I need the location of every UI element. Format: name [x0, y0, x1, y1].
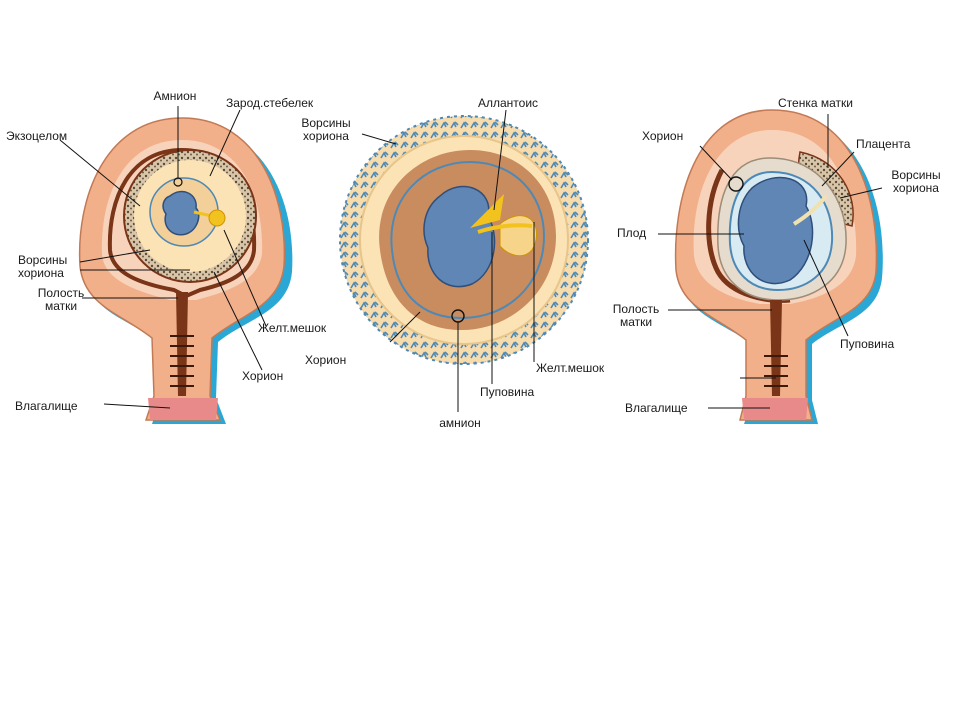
- yolk-sac-mid: [499, 215, 537, 257]
- figure-1-leader-lines: [59, 106, 267, 409]
- cervical-canal-right: [770, 300, 782, 396]
- label-chorionic-villi: Ворсины хориона: [18, 253, 68, 280]
- label-amnion-mid: амнион: [439, 416, 481, 430]
- cervical-canal: [176, 292, 188, 396]
- umbilical-cord-right: [792, 194, 828, 226]
- label-placenta: Плацента: [856, 137, 911, 151]
- label-uterine-wall: Стенка матки: [778, 96, 853, 110]
- label-amnion: Амнион: [153, 89, 197, 103]
- umbilical-cord-mid: [477, 223, 533, 234]
- label-vagina-right: Влагалище: [625, 401, 688, 415]
- label-embryonic-stalk: Зарод.стебелек: [226, 96, 314, 110]
- label-chorion: Хорион: [242, 369, 284, 383]
- label-uterine-cavity-right: Полость матки: [612, 302, 660, 329]
- label-allantois: Аллантоис: [478, 96, 539, 110]
- fetus: [737, 176, 814, 285]
- label-chorionic-villi-mid: Ворсины хориона: [301, 116, 351, 143]
- cervix-folds: [170, 335, 194, 387]
- label-chorion-mid: Хорион: [305, 353, 347, 367]
- amnion-membrane: [390, 160, 546, 320]
- label-chorionic-villi-right: Ворсины хориона: [891, 168, 941, 195]
- vagina: [148, 398, 218, 420]
- label-umbilical-cord-right: Пуповина: [840, 337, 895, 351]
- allantois: [470, 194, 504, 228]
- figure-3-leader-lines: [658, 114, 883, 409]
- figure-1-uterus-early: [59, 106, 293, 424]
- figure-2-leader-lines: [361, 109, 535, 412]
- vagina-right: [742, 398, 808, 420]
- chorion-marker-right: [728, 176, 744, 192]
- label-fetus: Плод: [617, 226, 647, 240]
- label-yolk-sac: Желт.мешок: [258, 321, 327, 335]
- label-umbilical-cord-mid: Пуповина: [480, 385, 535, 399]
- label-exocoelom: Экзоцелом: [6, 129, 68, 143]
- figure-3-uterus-fetus: [658, 109, 883, 424]
- embryo: [162, 190, 200, 236]
- embryo-mid: [423, 185, 496, 288]
- cervix-folds-right: [764, 355, 788, 387]
- yolk-sac: [208, 209, 226, 227]
- label-vagina: Влагалище: [15, 399, 78, 413]
- label-uterine-cavity: Полость матки: [37, 286, 85, 313]
- label-yolk-sac-mid: Желт.мешок: [536, 361, 605, 375]
- label-chorion-right: Хорион: [642, 129, 684, 143]
- figure-2-chorionic-sac: [339, 109, 589, 412]
